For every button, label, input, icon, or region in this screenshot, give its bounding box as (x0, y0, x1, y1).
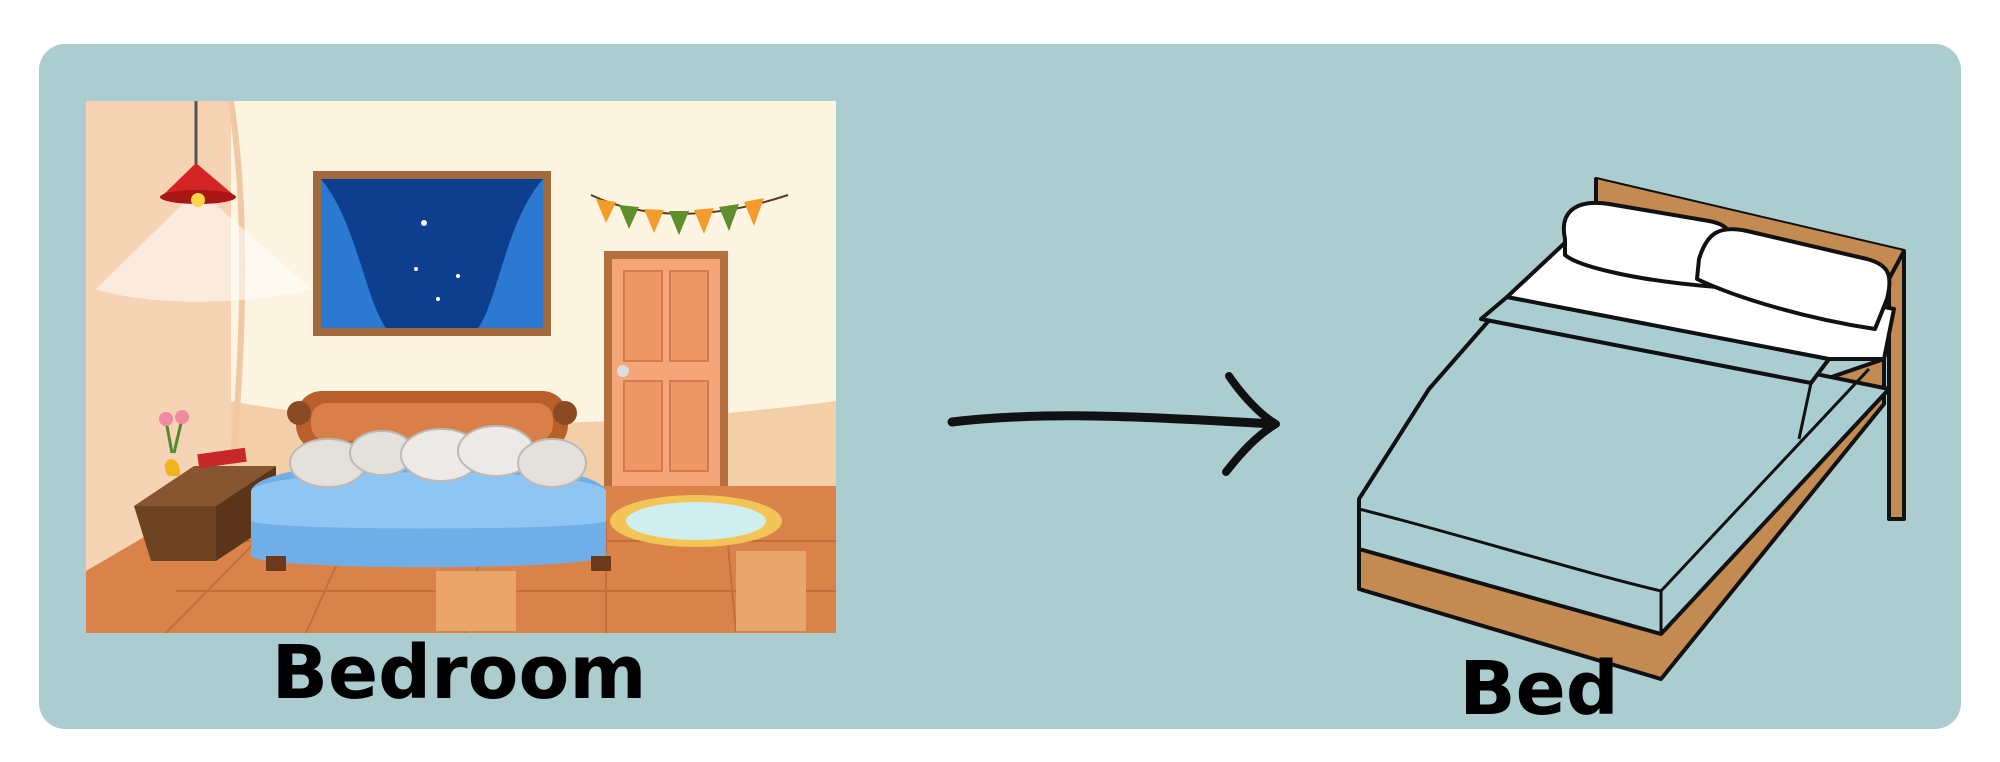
bed-icon (1339, 159, 1959, 689)
content-card: Bedroom Bed (39, 44, 1961, 729)
bed-label: Bed (1459, 646, 1619, 732)
right-arrow-icon (944, 362, 1294, 512)
bedroom-label: Bedroom (271, 630, 647, 716)
bedroom-illustration (86, 101, 836, 633)
